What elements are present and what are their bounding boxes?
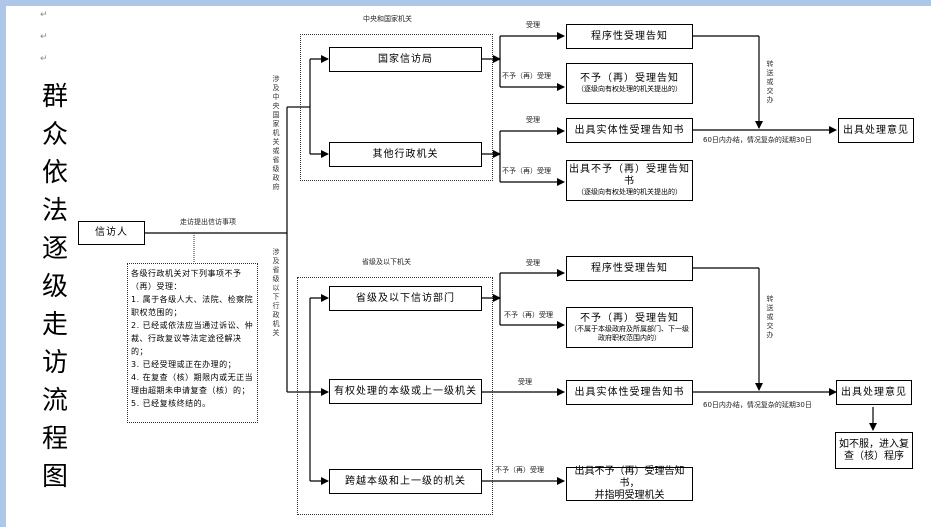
transfer-label: 转送或交办 — [766, 60, 774, 105]
note-line: 5. 已经复核终结的。 — [131, 399, 211, 408]
review-procedure-node: 如不服，进入复 查（核）程序 — [835, 432, 913, 469]
node-label: 不予（再）受理告知 — [580, 73, 679, 84]
title-char: 级 — [41, 272, 68, 302]
node-label: 出具实体性受理告知书 — [574, 386, 685, 398]
provincial-opinion-node: 出具处理意见 — [836, 380, 912, 405]
central-group-frame — [300, 34, 493, 181]
node-label: 信访人 — [95, 227, 128, 238]
node-label: 出具实体性受理告知书 — [574, 124, 685, 136]
title-char: 程 — [41, 424, 68, 454]
title-char: 逐 — [41, 234, 68, 264]
central-procedural-notice-node: 程序性受理告知 — [566, 24, 693, 49]
node-sublabel: （不属于本级政府及所属部门、下一级政府职权范围内的） — [570, 324, 689, 342]
petitioner-node: 信访人 — [78, 221, 145, 245]
title-char: 访 — [41, 348, 68, 378]
title-char: 众 — [41, 120, 68, 150]
non-acceptance-rules-note: 各级行政机关对下列事项不予（再）受理： 1. 属于各级人大、法院、检察院职权范围… — [127, 263, 258, 423]
provincial-group-label: 省级及以下机关 — [362, 258, 411, 266]
provincial-petition-dept-node: 省级及以下信访部门 — [329, 286, 482, 311]
accept-label: 受理 — [518, 378, 532, 386]
node-label: 并指明受理机关 — [594, 490, 665, 501]
paragraph-mark: ↵ — [40, 32, 48, 42]
central-reject-letter-node: 出具不予（再）受理告知书 （逐级向有权处理的机关提出的） — [566, 160, 693, 201]
node-label: 有权处理的本级或上一级机关 — [334, 385, 477, 397]
window-frame-left — [0, 0, 6, 527]
reject-label: 不予（再）受理 — [502, 72, 551, 80]
note-line: 各级行政机关对下列事项不予（再）受理： — [131, 269, 242, 291]
central-substantive-notice-node: 出具实体性受理告知书 — [566, 118, 693, 143]
node-sublabel: （逐级向有权处理的机关提出的） — [577, 188, 682, 196]
note-line: 1. 属于各级人大、法院、检察院职权范围的； — [131, 295, 254, 317]
node-label: 不予（再）受理告知 — [580, 312, 679, 324]
submit-label: 走访提出信访事项 — [180, 218, 236, 226]
node-label: 其他行政机关 — [372, 148, 439, 160]
title-char: 图 — [41, 462, 68, 492]
window-frame-top — [0, 0, 931, 6]
node-label: 出具不予（再）受理告知书 — [569, 164, 690, 187]
provincial-branch-label: 涉及省级以下行政机关 — [272, 248, 280, 338]
accept-label: 受理 — [526, 21, 540, 29]
node-label: 省级及以下信访部门 — [356, 292, 455, 304]
transfer-label: 转送或交办 — [766, 295, 774, 340]
other-admin-organs-node: 其他行政机关 — [329, 142, 482, 167]
node-label: 出具处理意见 — [843, 124, 909, 136]
node-label: 国家信访局 — [378, 53, 433, 65]
central-opinion-node: 出具处理意见 — [838, 118, 914, 143]
node-label: 如不服，进入复 — [839, 438, 909, 450]
provincial-group-frame — [297, 277, 493, 515]
node-label: 出具处理意见 — [841, 386, 907, 398]
central-reject-notice-node: 不予（再）受理告知 （逐级向有权处理的机关提出的） — [566, 63, 693, 104]
reject-label: 不予（再）受理 — [504, 311, 553, 319]
note-line: 3. 已经受理或正在办理的； — [131, 360, 237, 369]
paragraph-mark: ↵ — [40, 10, 48, 20]
authorized-organ-node: 有权处理的本级或上一级机关 — [329, 379, 482, 404]
node-label: 程序性受理告知 — [591, 30, 668, 42]
title-char: 流 — [41, 386, 68, 416]
reject-label: 不予（再）受理 — [495, 466, 544, 474]
title-char: 法 — [41, 196, 68, 226]
title-char: 群 — [41, 82, 68, 112]
paragraph-mark: ↵ — [40, 54, 48, 64]
provincial-reject-letter-node: 出具不予（再）受理告知书， 并指明受理机关 — [566, 466, 693, 501]
provincial-procedural-notice-node: 程序性受理告知 — [566, 256, 693, 281]
accept-label: 受理 — [526, 116, 540, 124]
cross-level-organ-node: 跨越本级和上一级的机关 — [329, 469, 482, 494]
central-branch-label: 涉及中央国家机关或省级政府 — [272, 75, 280, 192]
provincial-substantive-notice-node: 出具实体性受理告知书 — [566, 380, 693, 405]
node-sublabel: （逐级向有权处理的机关提出的） — [577, 85, 682, 93]
deadline-label: 60日内办结，情况复杂的延期30日 — [703, 401, 812, 409]
note-line: 2. 已经或依法应当通过诉讼、仲裁、行政复议等法定途径解决的； — [131, 321, 254, 356]
title-char: 走 — [41, 310, 68, 340]
central-group-label: 中央和国家机关 — [363, 15, 412, 23]
node-label: 程序性受理告知 — [591, 262, 668, 274]
page-title: 群 众 依 法 逐 级 走 访 流 程 图 — [40, 78, 70, 496]
accept-label: 受理 — [526, 259, 540, 267]
reject-label: 不予（再）受理 — [502, 167, 551, 175]
deadline-label: 60日内办结，情况复杂的延期30日 — [703, 136, 812, 144]
provincial-reject-notice-node: 不予（再）受理告知 （不属于本级政府及所属部门、下一级政府职权范围内的） — [566, 307, 693, 348]
national-petition-bureau-node: 国家信访局 — [329, 47, 482, 72]
node-label: 跨越本级和上一级的机关 — [345, 475, 466, 487]
note-line: 4. 在复查（核）期限内或无正当理由超期未申请复查（核）的； — [131, 373, 254, 395]
title-char: 依 — [41, 158, 68, 188]
node-label: 出具不予（再）受理告知书， — [574, 466, 685, 489]
node-label: 查（核）程序 — [844, 450, 904, 462]
